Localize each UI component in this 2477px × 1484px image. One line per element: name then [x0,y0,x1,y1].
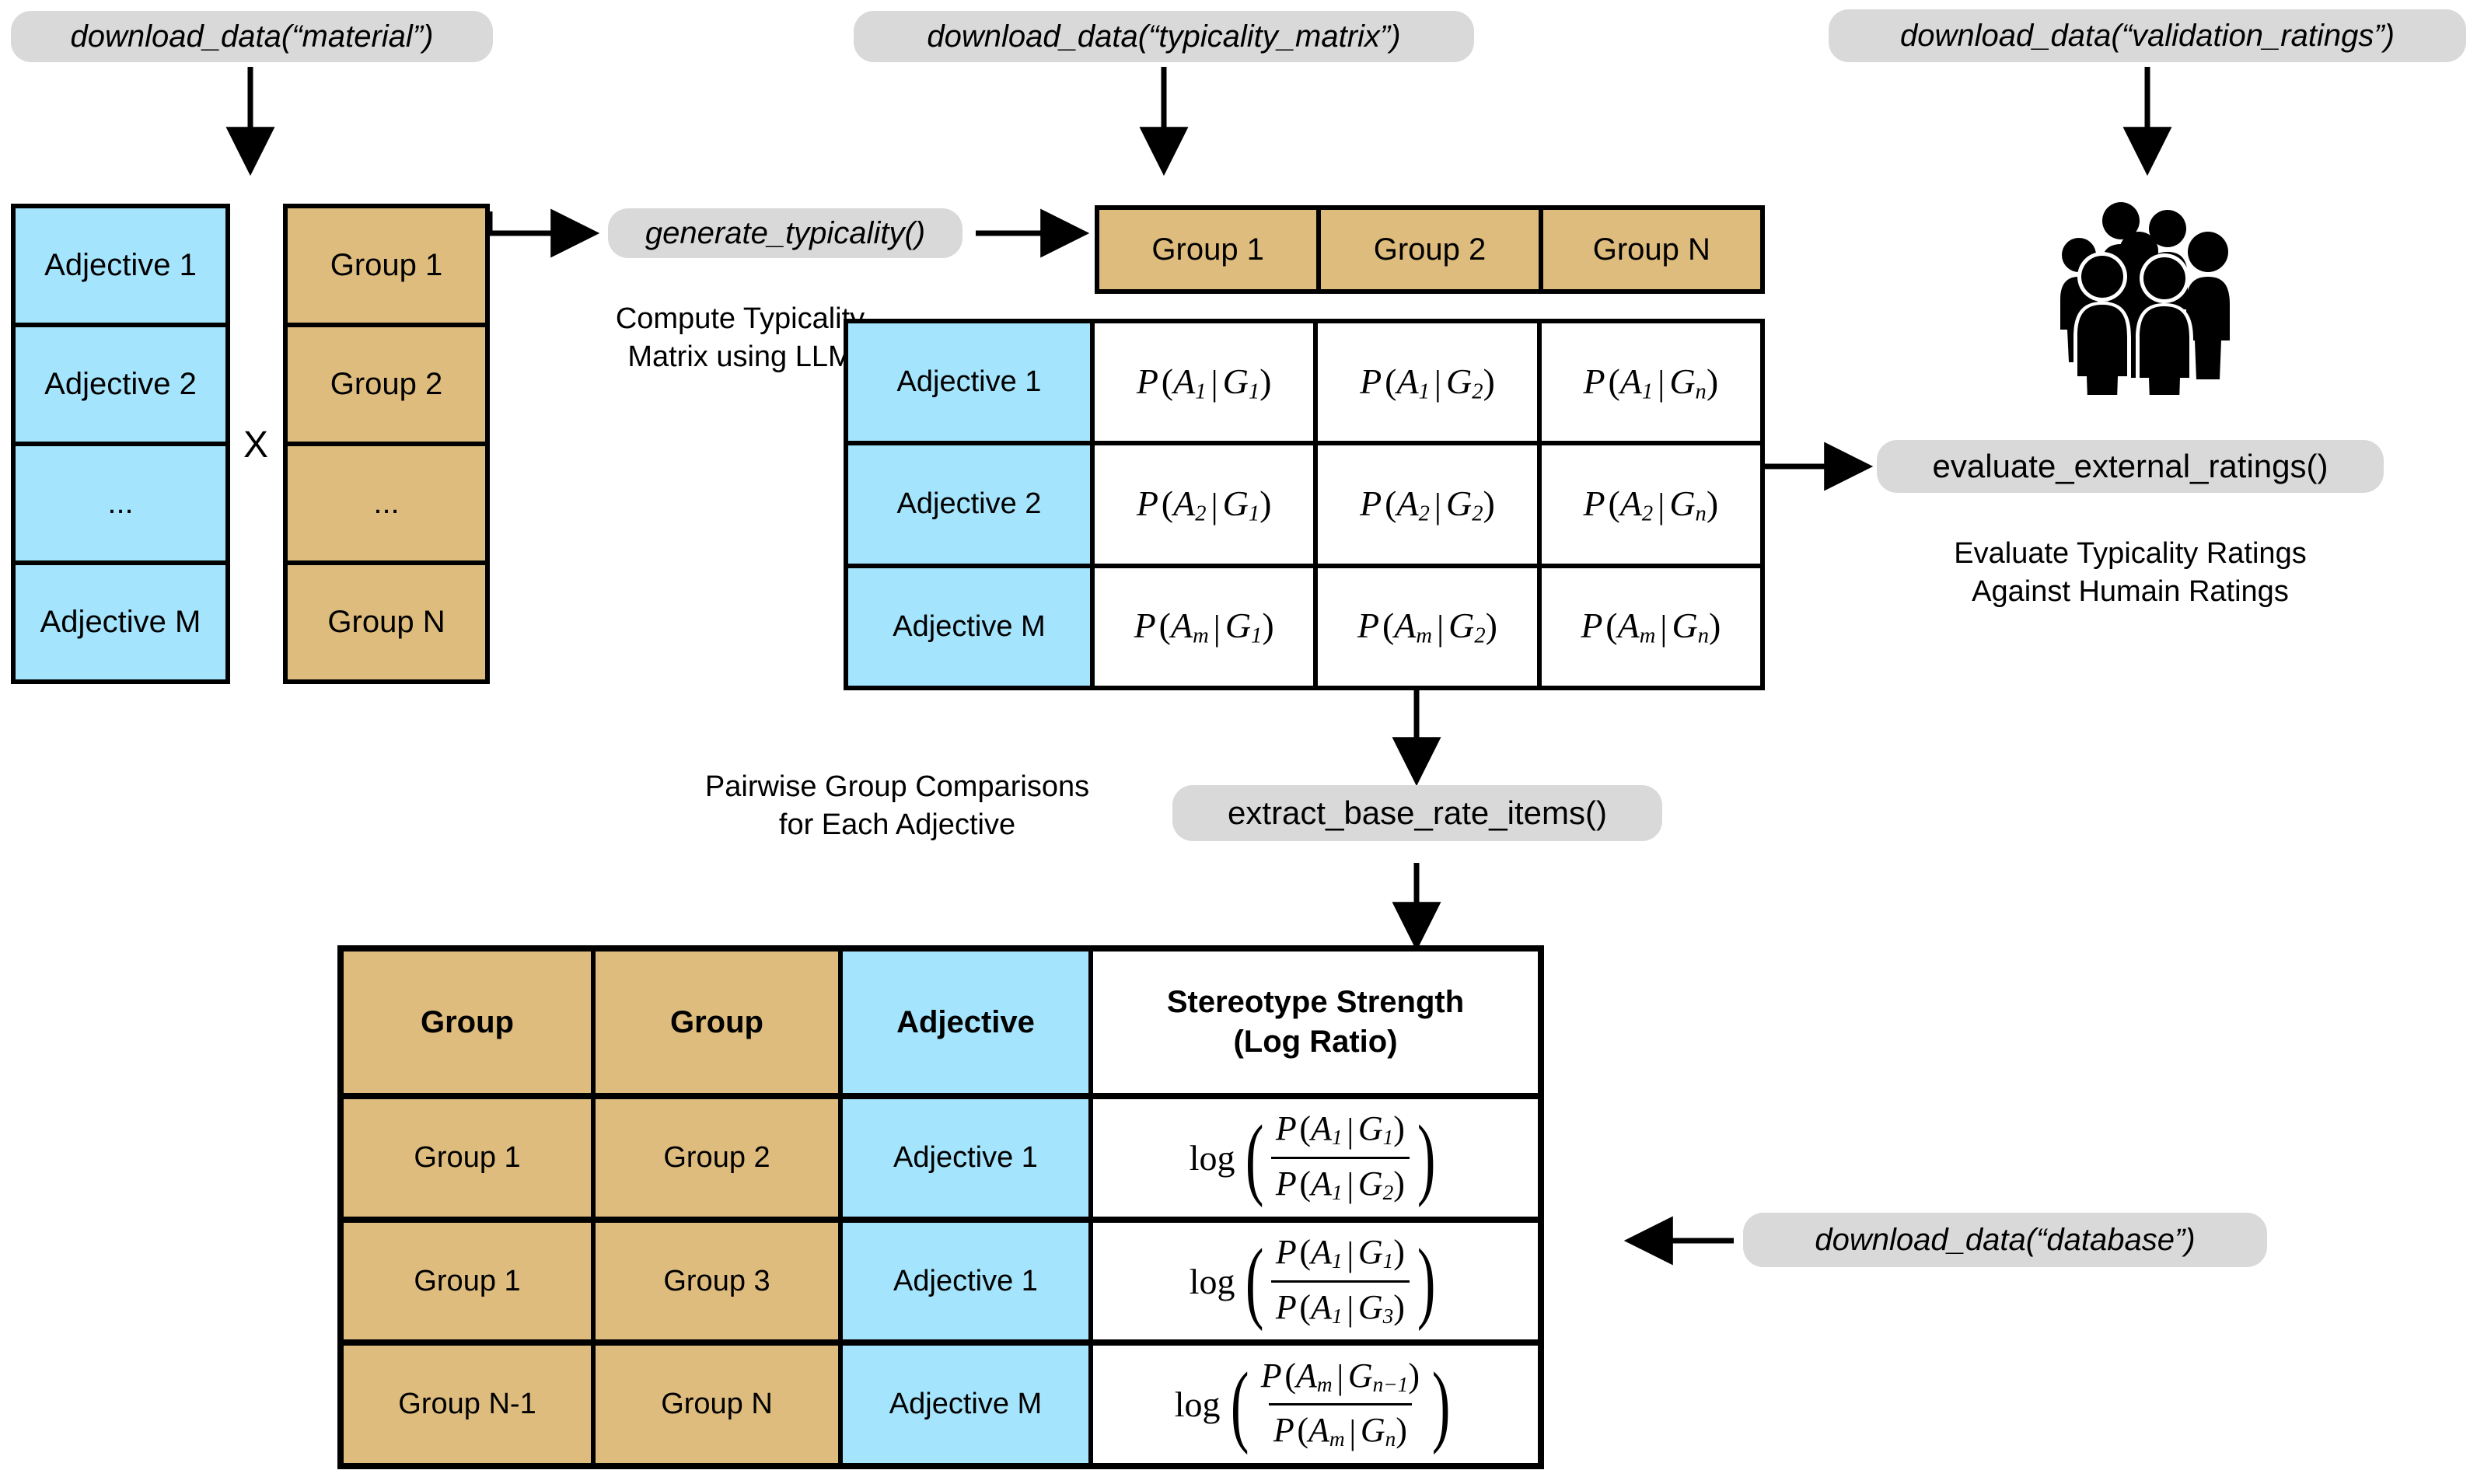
matrix-row-header: Adjective 2 [848,445,1095,564]
caption-evaluate-human-ratings: Evaluate Typicality Ratings Against Huma… [1954,537,2307,608]
cell-group-a: Group 1 [344,1099,596,1217]
list-item[interactable]: Group 1 [288,208,485,327]
column-header-stereotype-strength: Stereotype Strength (Log Ratio) [1093,952,1538,1093]
column-header-group-a: Group [344,952,596,1093]
list-item[interactable]: Adjective 2 [16,327,225,446]
cell-adjective: Adjective 1 [843,1222,1093,1340]
pill-generate-typicality[interactable]: generate_typicality() [608,208,963,258]
group-list: Group 1 Group 2 ... Group N [283,204,490,684]
matrix-cell: P (A1|Gn) [1541,323,1760,442]
table-row: Adjective M P (Am|G1) P (Am|G2) P (Am|Gn… [848,567,1760,686]
table-row: Group N-1 Group N Adjective M log ( P (A… [344,1346,1538,1464]
table-row: Adjective 2 P (A2|G1) P (A2|G2) P (A2|Gn… [848,445,1760,568]
list-item[interactable]: Group 2 [288,327,485,446]
pill-download-validation-ratings[interactable]: download_data(“validation_ratings”) [1829,9,2466,62]
cell-adjective: Adjective 1 [843,1099,1093,1217]
matrix-row-header: Adjective M [848,567,1095,686]
matrix-cell: P (A1|G1) [1095,323,1319,442]
matrix-cell: P (Am|Gn) [1541,567,1760,686]
people-group-icon [2032,201,2266,429]
base-rate-table: Group Group Adjective Stereotype Strengt… [337,945,1544,1469]
table-row: Group 1 Group 3 Adjective 1 log ( P (A1|… [344,1222,1538,1346]
list-item[interactable]: ... [16,446,225,565]
adjective-list: Adjective 1 Adjective 2 ... Adjective M [11,204,230,684]
pill-evaluate-external-ratings[interactable]: evaluate_external_ratings() [1877,440,2384,493]
pill-download-database[interactable]: download_data(“database”) [1743,1213,2267,1267]
matrix-cell: P (A2|G1) [1095,445,1319,564]
cell-group-b: Group N [596,1346,843,1464]
typicality-matrix-header-row: Group 1 Group 2 Group N [1095,205,1765,294]
cell-log-ratio: log ( P (A1|G1) P (A1|G2) ) [1093,1099,1538,1217]
table-row: Adjective 1 P (A1|G1) P (A1|G2) P (A1|Gn… [848,323,1760,446]
matrix-cell: P (Am|G2) [1318,567,1542,686]
list-item[interactable]: Adjective M [16,565,225,679]
column-header-group-b: Group [596,952,843,1093]
list-item[interactable]: Group N [288,565,485,679]
cell-adjective: Adjective M [843,1346,1093,1464]
matrix-cell: P (Am|G1) [1095,567,1319,686]
column-header-adjective: Adjective [843,952,1093,1093]
matrix-column-header: Group 1 [1099,210,1322,289]
matrix-row-header: Adjective 1 [848,323,1095,442]
list-item[interactable]: Adjective 1 [16,208,225,327]
cross-product-symbol: X [243,424,268,466]
matrix-column-header: Group 2 [1321,210,1543,289]
cell-group-b: Group 3 [596,1222,843,1340]
cell-group-a: Group 1 [344,1222,596,1340]
cell-log-ratio: log ( P (A1|G1) P (A1|G3) ) [1093,1222,1538,1340]
matrix-column-header: Group N [1542,210,1760,289]
table-header-row: Group Group Adjective Stereotype Strengt… [344,952,1538,1099]
pill-extract-base-rate-items[interactable]: extract_base_rate_items() [1172,785,1662,841]
matrix-cell: P (A1|G2) [1318,323,1542,442]
matrix-cell: P (A2|Gn) [1541,445,1760,564]
caption-pairwise-comparisons: Pairwise Group Comparisons for Each Adje… [704,770,1090,841]
table-row: Group 1 Group 2 Adjective 1 log ( P (A1|… [344,1099,1538,1223]
cell-group-a: Group N-1 [344,1346,596,1464]
pill-download-material[interactable]: download_data(“material”) [11,11,493,62]
pill-download-typicality-matrix[interactable]: download_data(“typicality_matrix”) [854,11,1474,62]
typicality-matrix-body: Adjective 1 P (A1|G1) P (A1|G2) P (A1|Gn… [844,319,1765,690]
list-item[interactable]: ... [288,446,485,565]
matrix-cell: P (A2|G2) [1318,445,1542,564]
cell-group-b: Group 2 [596,1099,843,1217]
cell-log-ratio: log ( P (Am|Gn−1) P (Am|Gn) ) [1093,1346,1538,1464]
